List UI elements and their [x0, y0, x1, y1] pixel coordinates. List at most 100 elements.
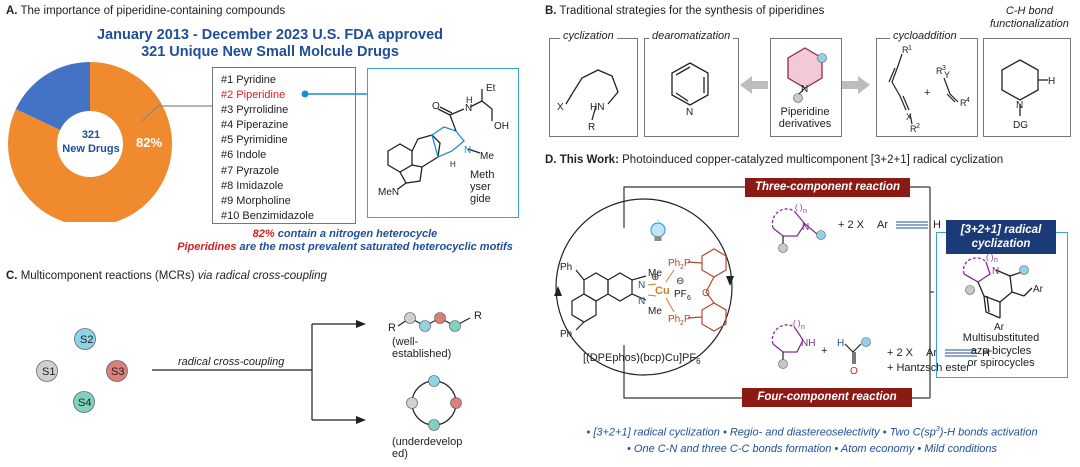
pyridine-structure: N [671, 62, 709, 118]
svg-text:Ph: Ph [560, 329, 572, 340]
s1-node [36, 360, 58, 382]
svg-text:O: O [702, 288, 710, 299]
svg-text:6: 6 [687, 295, 691, 302]
feature-bullets: • [3+2+1] radical cyclization • Regio- a… [548, 422, 1076, 457]
bullets-1: • [3+2+1] radical cyclization • Regio- a… [586, 426, 936, 439]
s1-label: S1 [42, 366, 56, 378]
ch-functionalization-box [983, 38, 1071, 137]
svg-text:X: X [557, 102, 564, 113]
amine-substrate-top: N ( ) n [771, 203, 826, 253]
svg-text:Me: Me [648, 306, 662, 317]
alkyne-h-top: H [933, 219, 941, 231]
donut-center-label: 321 New Drugs [51, 128, 131, 156]
heterocycle-list: #1 Pyridine #2 Piperidine #3 Pyrrolidine… [212, 67, 356, 224]
three-component-banner: Three-component reaction [745, 178, 910, 197]
under-2: ed) [392, 448, 408, 460]
piperidine-derivatives-label: Piperidine derivatives [770, 106, 840, 130]
panel-d-title-bold: This Work: [559, 154, 619, 166]
chain-r-left: R [388, 322, 396, 334]
svg-text:PF: PF [674, 289, 687, 300]
svg-text:⊖: ⊖ [676, 276, 684, 287]
donut-chart [8, 62, 212, 222]
svg-text:N: N [686, 107, 693, 118]
svg-text:R: R [960, 98, 967, 108]
panel-b-title-text: Traditional strategies for the synthesis… [559, 5, 825, 17]
piperidine-pointer [301, 90, 368, 98]
panel-a-title: A. The importance of piperidine-containi… [6, 5, 285, 17]
piperidine-label-1: Piperidine [780, 106, 830, 118]
svg-text:Me: Me [648, 268, 662, 279]
svg-text:( ): ( ) [793, 320, 801, 328]
molecule-name: Meth yser gide [470, 169, 494, 205]
svg-text:Ph: Ph [668, 314, 680, 325]
result-banner-1: [3+2+1] radical [960, 224, 1042, 236]
donut-center-1: 321 [81, 129, 101, 141]
svg-text:H: H [837, 338, 844, 349]
svg-text:1: 1 [908, 45, 912, 52]
svg-text:Ph: Ph [560, 262, 572, 273]
svg-text:N: N [801, 84, 808, 95]
svg-text:H: H [466, 95, 473, 105]
svg-text:H: H [450, 160, 456, 169]
svg-text:DG: DG [1013, 120, 1028, 131]
dearomatization-label: dearomatization [649, 30, 734, 42]
alkyne-ar-bottom: Ar [926, 347, 937, 359]
svg-text:+: + [821, 345, 827, 357]
svg-text:HN: HN [590, 102, 604, 113]
heterocycle-item: #4 Piperazine [221, 119, 289, 132]
piperidine-label-2: derivatives [778, 118, 832, 130]
svg-text:R: R [902, 45, 909, 55]
ch-functionalization-label: C-H bond functionalization [987, 5, 1072, 31]
heterocycle-item-piperidine: #2 Piperidine [221, 89, 286, 102]
svg-text:P: P [684, 314, 691, 325]
panel-d-title-rest: Photoinduced copper-catalyzed multicompo… [622, 154, 1004, 166]
alkyne-triple-bond-bottom [945, 349, 977, 357]
heterocycle-item: #8 Imidazole [221, 179, 284, 192]
svg-text:Ph: Ph [668, 258, 680, 269]
ch-label-2: functionalization [990, 18, 1069, 30]
well-2: established) [392, 348, 452, 360]
reagent-bottom: + 2 X [887, 347, 913, 359]
panel-c-title-ital: via radical cross-coupling [197, 270, 327, 282]
svg-text:P: P [684, 258, 691, 269]
svg-text:N: N [638, 296, 645, 307]
panel-b-title: B. Traditional strategies for the synthe… [545, 5, 824, 17]
svg-text:Cu: Cu [655, 285, 670, 297]
alkyne-triple-bond-top [896, 221, 928, 229]
well-established-label: (well- established) [392, 336, 451, 360]
svg-text:+: + [924, 87, 930, 99]
svg-text:N: N [465, 103, 472, 114]
heterocycle-item: #5 Pyrimidine [221, 134, 288, 147]
panel-c-letter: C. [6, 270, 18, 282]
svg-text:( ): ( ) [986, 253, 994, 262]
svg-text:OH: OH [494, 121, 509, 132]
ch-label-1: C-H bond [1005, 5, 1053, 17]
heterocycle-item: #10 Benzimidazole [221, 209, 314, 222]
panel-d-letter: D. [545, 154, 557, 166]
aza-bicycle-structure: N ( ) n Ar Ar [962, 253, 1044, 332]
alkyne-h-bottom: H [982, 347, 990, 359]
cycloaddition-structure: R 1 X R 2 + R 3 Y R 4 [888, 45, 970, 132]
heterocycle-item: #1 Pyridine [221, 74, 277, 86]
heterocycle-item: #3 Pyrrolidine [221, 104, 289, 117]
lightbulb-icon [650, 220, 666, 241]
chain-r-right: R [474, 310, 482, 322]
donut-hole [57, 111, 123, 177]
svg-text:n: n [803, 208, 807, 215]
panel-a-headline-2: 321 Unique New Small Molcule Drugs [141, 44, 399, 60]
footer-1-pct: 82% [252, 228, 275, 240]
heterocycle-item: #6 Indole [221, 149, 267, 162]
s2-node [74, 328, 96, 350]
svg-text:n: n [801, 324, 805, 331]
molecule-name-1: Meth [470, 169, 495, 181]
panel-d-title: D. This Work: Photoinduced copper-cataly… [545, 154, 1003, 166]
donut-percent-label: 82% [136, 135, 163, 150]
four-component-banner: Four-component reaction [742, 388, 912, 407]
svg-text:⊕: ⊕ [651, 272, 659, 283]
s3-label: S3 [111, 366, 125, 378]
s3-node [106, 360, 128, 382]
well-1: (well- [392, 336, 419, 348]
svg-text:R: R [910, 124, 917, 132]
donut-leader-line [141, 105, 159, 122]
catalyst-label: [(DPEphos)(bcp)Cu]PF6 [583, 352, 701, 366]
